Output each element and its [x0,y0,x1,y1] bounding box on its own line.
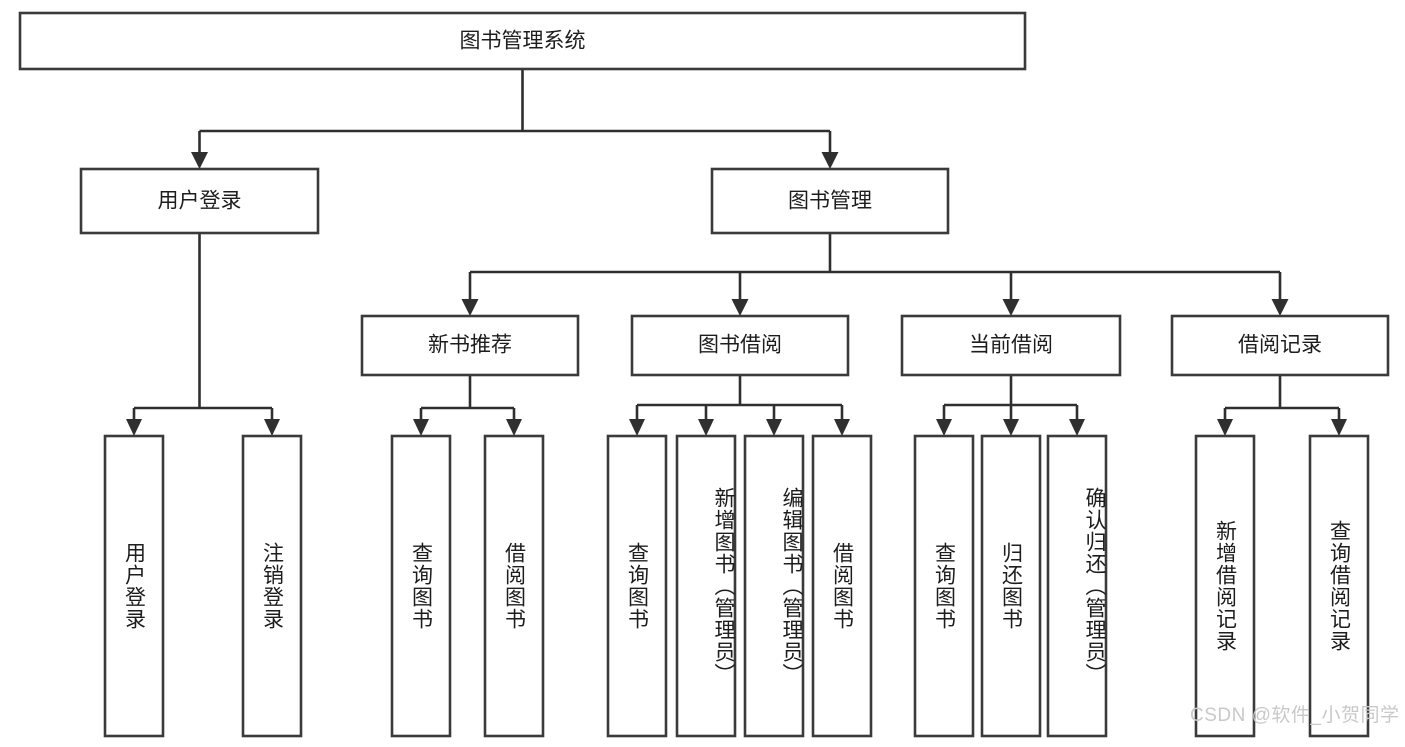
csdn-watermark: CSDN @软件_小贺同学 [1190,705,1400,726]
node-book-borrow-label: 图书借阅 [698,334,782,357]
arrowhead-leaf-query-book-2 [629,419,645,436]
arrowhead-leaf-query-book-1 [413,419,429,436]
node-book-management-rect[interactable] [710,167,950,235]
node-book-management[interactable]: 图书管理 [710,167,950,235]
node-leaf-add-record-rect[interactable] [1194,434,1256,738]
arrowhead-leaf-confirm-return [1069,419,1085,436]
arrowhead-leaf-edit-book [766,419,782,436]
connector-group-book-borrow [629,375,850,436]
node-leaf-return-book-rect[interactable] [980,434,1042,738]
connector-group-user-login [126,233,280,436]
arrowhead-leaf-borrow-book-1 [506,419,522,436]
node-leaf-query-book-3-rect[interactable] [913,434,975,738]
node-user-login-rect[interactable] [79,167,320,235]
arrowhead-leaf-query-record [1331,419,1347,436]
connector-group-root [191,69,839,169]
node-leaf-borrow-book-2-rect[interactable] [811,434,873,738]
node-user-login[interactable]: 用户登录 [79,167,320,235]
node-borrow-record-rect[interactable] [1170,314,1390,377]
node-book-borrow-rect[interactable] [630,314,850,377]
connector-group-book-management [461,233,1289,316]
node-book-borrow[interactable]: 图书借阅 [630,314,850,377]
connector-group-new-book-recommend [413,375,522,436]
arrowhead-book-management [821,152,839,169]
node-new-book-recommend[interactable]: 新书推荐 [360,314,580,377]
node-borrow-record[interactable]: 借阅记录 [1170,314,1390,377]
arrowhead-leaf-logout [264,419,280,436]
node-current-borrow-label: 当前借阅 [969,334,1053,357]
arrowhead-leaf-query-book-3 [936,419,952,436]
node-current-borrow[interactable]: 当前借阅 [900,314,1122,377]
node-current-borrow-rect[interactable] [900,314,1122,377]
arrowhead-user-login [191,152,208,169]
arrowhead-borrow-record [1271,299,1289,316]
node-leaf-user-login-rect[interactable] [103,434,165,738]
node-root-rect[interactable] [18,11,1027,71]
node-root[interactable]: 图书管理系统 [18,11,1027,71]
node-leaf-confirm-return-rect[interactable] [1046,434,1108,738]
connector-group-borrow-record [1217,375,1347,436]
arrowhead-new-book-recommend [461,299,479,316]
node-leaf-query-book-2-rect[interactable] [606,434,668,738]
arrowhead-current-borrow [1002,299,1020,316]
arrowhead-leaf-user-login [126,419,142,436]
leaf-rect-group [103,434,1370,738]
node-root-label: 图书管理系统 [460,30,586,53]
node-borrow-record-label: 借阅记录 [1238,334,1322,357]
arrowhead-leaf-borrow-book-2 [834,419,850,436]
node-book-management-label: 图书管理 [788,190,872,213]
arrowhead-leaf-add-book [698,419,714,436]
node-leaf-query-record-rect[interactable] [1308,434,1370,738]
connector-group-current-borrow [936,375,1085,436]
node-leaf-query-book-1-rect[interactable] [390,434,452,738]
arrowhead-leaf-add-record [1217,419,1233,436]
node-new-book-recommend-label: 新书推荐 [428,334,512,357]
node-leaf-edit-book-rect[interactable] [743,434,805,738]
arrowhead-book-borrow [731,299,749,316]
node-leaf-add-book-rect[interactable] [675,434,737,738]
node-leaf-borrow-book-1-rect[interactable] [483,434,545,738]
node-new-book-recommend-rect[interactable] [360,314,580,377]
node-leaf-logout-rect[interactable] [241,434,303,738]
node-user-login-label: 用户登录 [158,190,242,213]
arrowhead-leaf-return-book [1003,419,1019,436]
